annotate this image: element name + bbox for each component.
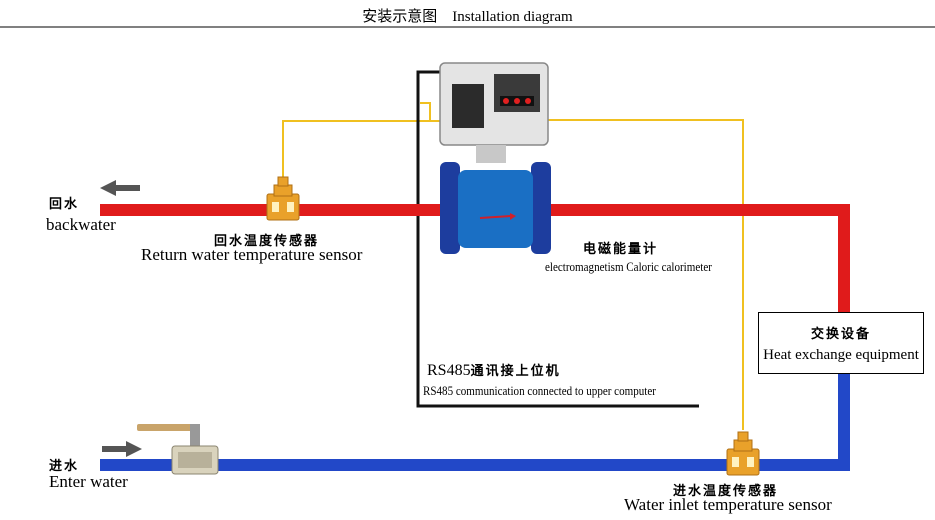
rs485-label-en: RS485 communication connected to upper c… [423, 383, 656, 398]
meter-label-cn: 电磁能量计 [583, 242, 659, 257]
enter-water-label-en: Enter water [49, 472, 128, 491]
sensor-wires [282, 102, 744, 430]
inlet-sensor-label-cn: 进水温度传感器 [673, 484, 779, 499]
return-sensor-label-cn: 回水温度传感器 [214, 234, 320, 249]
enter-water-label-cn: 进水 [49, 459, 80, 474]
heat-exchange-label-cn: 交换设备 [810, 327, 871, 342]
electromagnetic-flowmeter-icon [439, 62, 551, 254]
inlet-sensor-label-en: Water inlet temperature sensor [624, 495, 832, 514]
temperature-sensor-icon [726, 431, 760, 476]
rs485-prefix: RS485 [427, 362, 471, 379]
return-sensor-label-en: Return water temperature sensor [141, 245, 363, 264]
return-sensor-wire [282, 120, 443, 182]
heat-exchange-box: 交换设备 Heat exchange equipment [758, 312, 924, 374]
backwater-label-en: backwater [46, 215, 116, 234]
rs485-label: RS485通讯接上位机 [427, 360, 561, 380]
rs485-cable [416, 70, 699, 408]
page-title: 安装示意图 Installation diagram [362, 9, 573, 25]
ball-valve-icon [137, 424, 219, 475]
rs485-label-cn: 通讯接上位机 [470, 364, 561, 379]
supply-water-pipe [100, 372, 850, 471]
inlet-sensor-wire [545, 119, 744, 430]
meter-label-en: electromagnetism Caloric calorimeter [545, 259, 712, 274]
left-arrow-icon [100, 180, 140, 196]
backwater-label-cn: 回水 [49, 197, 80, 212]
right-arrow-icon [102, 441, 142, 457]
transmitter-wire [420, 102, 431, 121]
temperature-sensor-icon [266, 176, 300, 221]
heat-exchange-label-en: Heat exchange equipment [763, 347, 919, 363]
